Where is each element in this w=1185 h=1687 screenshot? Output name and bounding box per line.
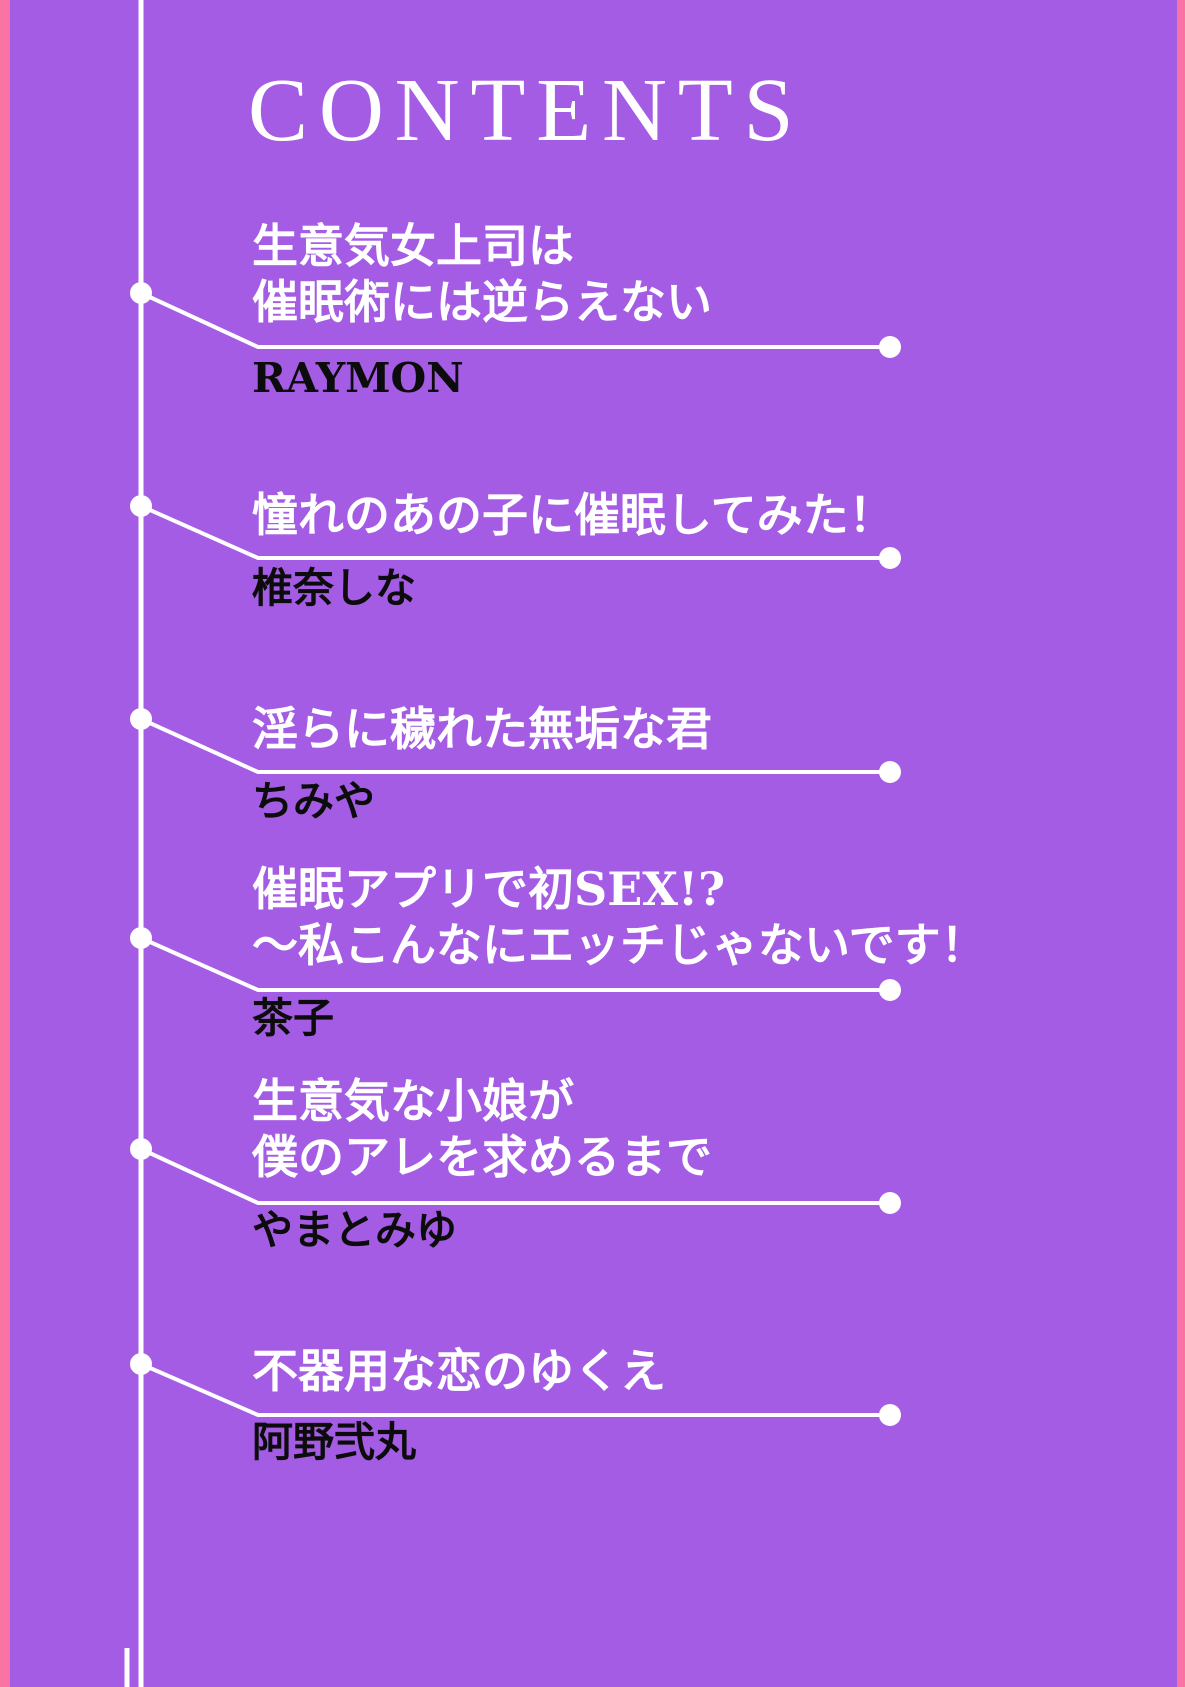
- connector-line: [140, 936, 890, 992]
- entry-title-4: 催眠アプリで初SEX!? ～私こんなにエッチじゃないです！: [252, 861, 987, 973]
- connector-entry-3: [130, 708, 901, 783]
- connector-dot-right: [879, 979, 901, 1001]
- title-line: 淫らに穢れた無垢な君: [252, 702, 712, 756]
- connector-line: [140, 504, 890, 560]
- page-background: [10, 0, 1177, 1687]
- entry-title-3: 淫らに穢れた無垢な君: [252, 701, 712, 757]
- title-line: 僕のアレを求めるまで: [252, 1130, 712, 1185]
- connector-dot-left: [130, 1353, 152, 1375]
- entry-title-6: 不器用な恋のゆくえ: [252, 1343, 666, 1399]
- entry-author-2: 椎奈しな: [252, 564, 416, 612]
- connector-line: [140, 1147, 890, 1205]
- entry-title-2: 憧れのあの子に催眠してみた！: [252, 487, 895, 543]
- connector-line: [140, 717, 890, 774]
- title-line: 催眠術には逆らえない: [252, 275, 712, 330]
- connector-dot-left: [130, 282, 152, 304]
- entry-title-5: 生意気な小娘が 僕のアレを求めるまで: [252, 1073, 712, 1185]
- connector-entry-5: [130, 1138, 901, 1214]
- title-line: 不器用な恋のゆくえ: [252, 1344, 666, 1398]
- connector-dot-right: [879, 547, 901, 569]
- connector-entry-1: [130, 282, 901, 358]
- title-line: 生意気女上司は: [252, 219, 574, 273]
- title-line: ～私こんなにエッチじゃないです！: [252, 918, 987, 973]
- title-line: 生意気な小娘が: [252, 1074, 574, 1128]
- connector-entry-6: [130, 1353, 901, 1426]
- connector-line: [140, 1362, 890, 1417]
- entry-author-6: 阿野弐丸: [252, 1418, 416, 1466]
- entry-author-3: ちみや: [252, 777, 375, 825]
- title-line: 憧れのあの子に催眠してみた！: [252, 488, 895, 542]
- title-line: 催眠アプリで初SEX!?: [252, 862, 726, 916]
- entry-author-4: 茶子: [252, 994, 334, 1042]
- connector-dot-right: [879, 761, 901, 783]
- connector-dot-left: [130, 495, 152, 517]
- entry-title-1: 生意気女上司は 催眠術には逆らえない: [252, 218, 712, 330]
- connector-dot-left: [130, 1138, 152, 1160]
- connector-dot-right: [879, 336, 901, 358]
- connector-dot-right: [879, 1192, 901, 1214]
- entry-author-5: やまとみゆ: [252, 1206, 457, 1254]
- connector-dot-left: [130, 708, 152, 730]
- connector-line: [140, 291, 890, 349]
- page-title: CONTENTS: [248, 61, 805, 160]
- connector-dot-left: [130, 927, 152, 949]
- connector-dot-right: [879, 1404, 901, 1426]
- connector-entry-2: [130, 495, 901, 569]
- entry-author-1: RAYMON: [252, 354, 464, 402]
- connector-entry-4: [130, 927, 901, 1001]
